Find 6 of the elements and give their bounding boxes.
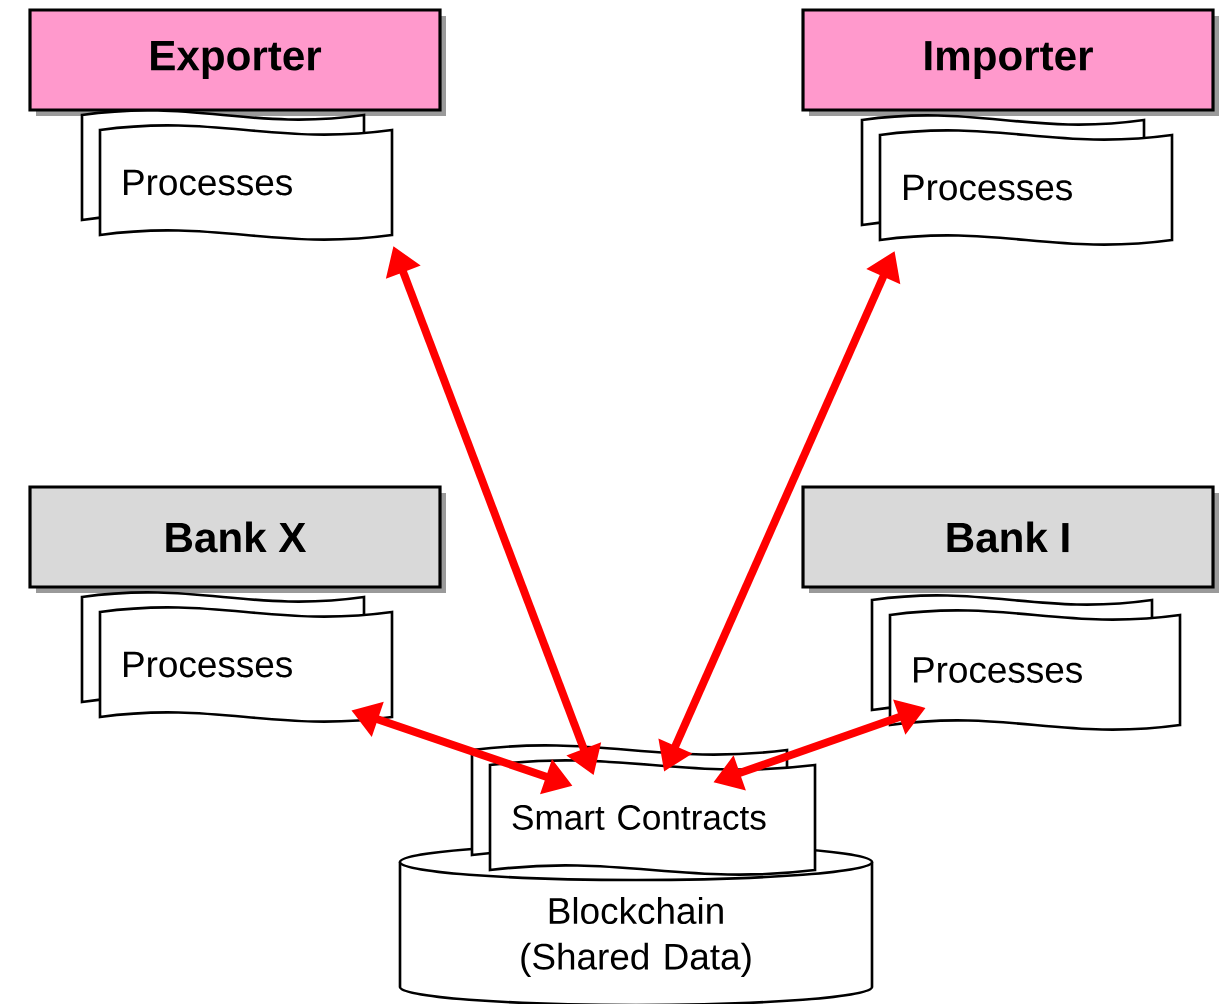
title-box: Exporter <box>28 8 446 116</box>
title-box: Bank X <box>28 485 446 593</box>
title-box: Importer <box>801 8 1219 116</box>
title-box: Bank I <box>801 485 1219 593</box>
database-cylinder: Blockchain (Shared Data) <box>398 842 874 1004</box>
node-label: Blockchain (Shared Data) <box>521 896 751 978</box>
